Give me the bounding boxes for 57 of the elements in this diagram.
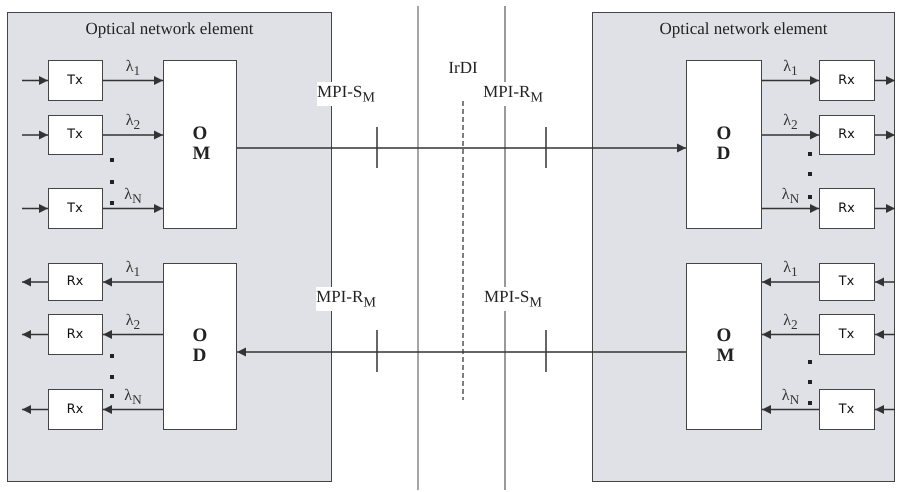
arrow: [875, 130, 895, 140]
transceiver-box: Rx: [818, 60, 874, 100]
panel-title: Optical network element: [85, 19, 254, 39]
arrow: [22, 204, 48, 213]
arrow: [875, 278, 895, 286]
edge-label: λ$_{N}$: [123, 186, 143, 206]
arrow: [762, 204, 819, 213]
multiplexer-box: O M: [162, 60, 236, 228]
transceiver-box: Rx: [48, 262, 102, 300]
interface-label: MPI-S$_{M}$: [317, 82, 375, 106]
network-element-panel: [592, 12, 895, 482]
arrow: [103, 405, 163, 414]
arrow: [875, 204, 895, 213]
arrow: [875, 76, 895, 85]
arrow: [22, 76, 48, 85]
arrow: [103, 76, 163, 85]
arrow: [103, 330, 163, 339]
multiplexer-box: O D: [686, 60, 762, 228]
arrow: [875, 405, 895, 414]
arrow: [762, 330, 819, 339]
arrow: [103, 278, 163, 286]
arrow: [103, 204, 163, 213]
edge-label: λ$_{2}$: [124, 312, 142, 332]
panel-title: Optical network element: [659, 19, 828, 39]
multiplexer-box: O M: [686, 262, 762, 430]
multiplexer-box: O D: [162, 262, 236, 430]
transceiver-box: Rx: [818, 188, 874, 228]
arrow: [762, 130, 819, 140]
edge-label: λ$_{1}$: [124, 58, 142, 78]
transceiver-box: Tx: [48, 188, 102, 228]
arrow: [762, 278, 819, 286]
interface-label: MPI-R$_{M}$: [483, 82, 543, 106]
arrow: [237, 348, 686, 356]
arrow: [22, 405, 48, 414]
transceiver-box: Tx: [48, 114, 102, 154]
interface-label: MPI-R$_{M}$: [316, 287, 376, 312]
arrow: [22, 330, 48, 339]
transceiver-box: Tx: [818, 262, 874, 300]
interface-label: MPI-S$_{M}$: [484, 287, 542, 312]
edge-label: λ$_{2}$: [124, 113, 142, 132]
arrow: [762, 76, 819, 85]
transceiver-box: Tx: [818, 314, 874, 354]
arrow: [875, 330, 895, 339]
edge-label: λ$_{1}$: [124, 260, 142, 279]
arrow: [103, 130, 163, 140]
edge-label: λ$_{2}$: [782, 113, 799, 132]
arrow: [762, 405, 819, 414]
transceiver-box: Rx: [48, 314, 102, 354]
transceiver-box: Tx: [48, 60, 102, 100]
transceiver-box: Tx: [818, 388, 874, 430]
arrow: [22, 130, 48, 140]
edge-label: λ$_{1}$: [782, 260, 799, 279]
arrow: [237, 144, 686, 152]
arrow: [22, 278, 48, 286]
transceiver-box: Rx: [48, 388, 102, 430]
edge-label: λ$_{N}$: [123, 388, 143, 406]
transceiver-box: Rx: [818, 114, 874, 154]
